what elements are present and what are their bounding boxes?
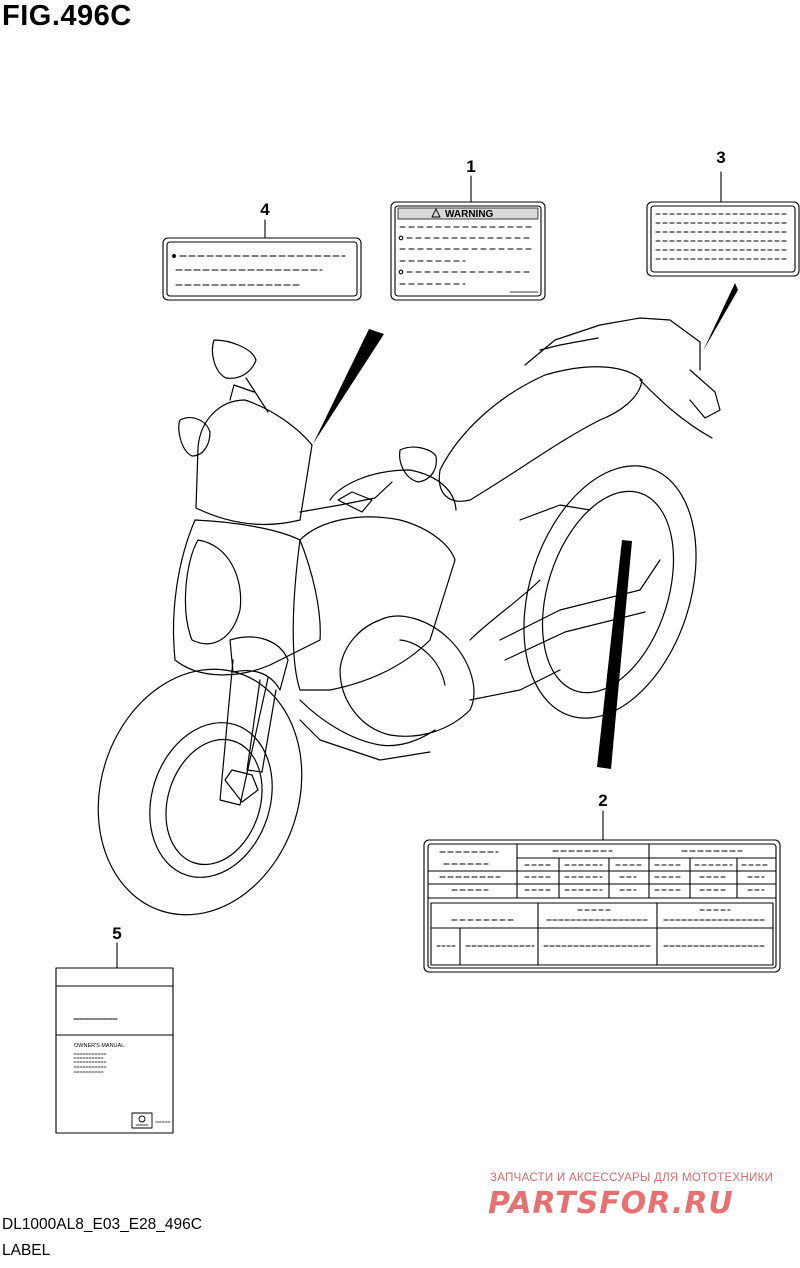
- label-4: [162, 219, 362, 301]
- callout-4: 4: [260, 200, 270, 219]
- label-3: [646, 171, 800, 277]
- warning-label-header: WARNING: [445, 209, 494, 220]
- watermark-logo: PARTSFOR.RU: [488, 1186, 734, 1221]
- callout-1: 1: [466, 157, 476, 176]
- model-code: DL1000AL8_E03_E28_496C: [2, 1216, 202, 1233]
- label-5-owners-manual: [55, 942, 174, 1134]
- watermark-text: ЗАПЧАСТИ И АКСЕССУАРЫ ДЛЯ МОТОТЕХНИКИ: [490, 1172, 774, 1184]
- owners-manual-text: OWNER'S MANUAL: [74, 1043, 124, 1049]
- pointer-wedges: [313, 283, 738, 769]
- callout-3: 3: [716, 148, 726, 167]
- label-2: [423, 810, 781, 973]
- section-label: LABEL: [2, 1242, 51, 1259]
- callout-5: 5: [112, 924, 122, 943]
- callout-2: 2: [598, 791, 608, 810]
- figure-title: FIG.496C: [2, 0, 132, 32]
- motorcycle-outline: [97, 317, 721, 916]
- label-1-warning: [390, 175, 546, 301]
